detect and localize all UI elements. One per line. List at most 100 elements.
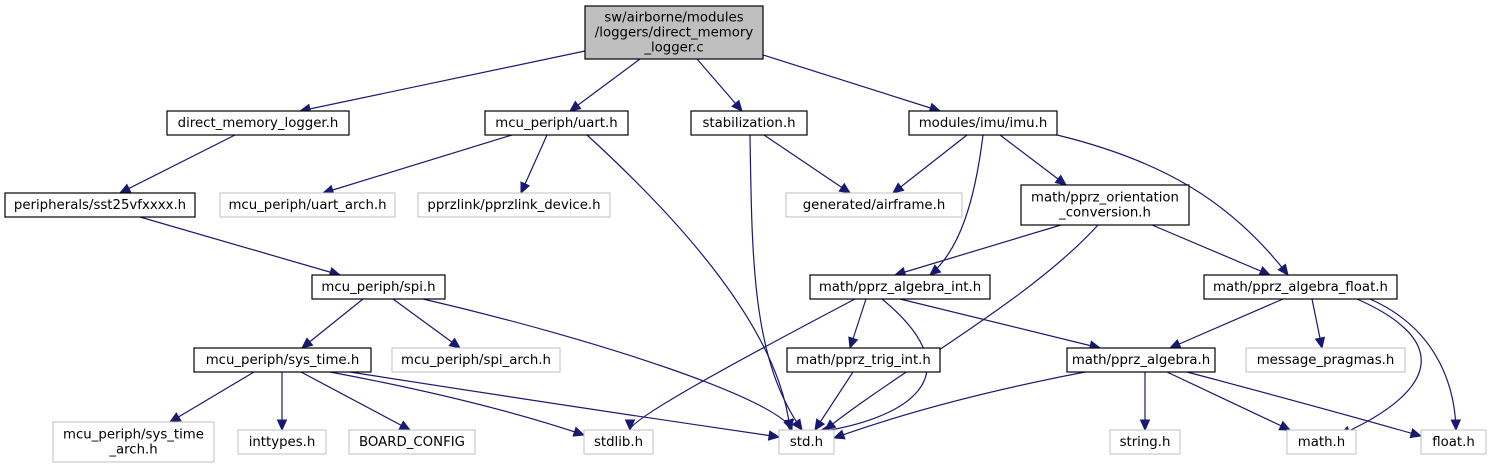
node-label: mcu_periph/spi_arch.h	[401, 353, 551, 368]
edges-layer	[118, 50, 1462, 441]
node-math: math.h	[1286, 429, 1357, 455]
edge-spi-to-spi_arch-arrowhead	[448, 337, 461, 349]
node-label: _conversion.h	[1058, 206, 1151, 221]
node-spi_arch: mcu_periph/spi_arch.h	[391, 347, 561, 373]
edge-trig_int-to-std	[814, 371, 854, 431]
edge-sys_time-to-board_config-arrowhead	[398, 420, 412, 431]
edge-trig_int-to-std-arrowhead	[814, 418, 826, 432]
node-dml[interactable]: direct_memory_logger.h	[166, 110, 350, 136]
node-box	[1203, 274, 1398, 300]
node-algebra[interactable]: math/pprz_algebra.h	[1066, 347, 1216, 373]
edge-sys_time-to-sys_time_arch	[169, 371, 255, 423]
edge-orient-to-alg_float	[1151, 224, 1271, 276]
node-box	[166, 110, 350, 136]
node-label: peripherals/sst25vfxxxx.h	[14, 198, 186, 213]
edge-algebra-to-math	[1166, 371, 1291, 431]
edge-alg_float-to-math	[1339, 298, 1422, 436]
node-stab[interactable]: stabilization.h	[690, 110, 808, 136]
edge-spi-to-sys_time-arrowhead	[301, 337, 314, 349]
node-sst[interactable]: peripherals/sst25vfxxxx.h	[4, 192, 196, 218]
node-label: mcu_periph/sys_time	[63, 428, 204, 443]
node-alg_float[interactable]: math/pprz_algebra_float.h	[1203, 274, 1398, 300]
node-box	[52, 421, 215, 463]
edge-imu-to-alg_int	[929, 134, 984, 276]
edge-stab-to-airframe	[763, 134, 851, 194]
node-trig_int[interactable]: math/pprz_trig_int.h	[786, 347, 941, 373]
edge-algebra-to-std	[833, 371, 1086, 439]
edge-root-to-uart	[569, 58, 641, 112]
node-label: stabilization.h	[702, 116, 795, 131]
node-box	[584, 5, 764, 60]
node-label: modules/imu/imu.h	[919, 116, 1048, 131]
node-orient[interactable]: math/pprz_orientation_conversion.h	[1020, 184, 1190, 226]
node-sys_time[interactable]: mcu_periph/sys_time.h	[193, 347, 372, 373]
node-label: inttypes.h	[249, 435, 316, 450]
node-box	[311, 274, 446, 300]
node-uart[interactable]: mcu_periph/uart.h	[484, 110, 629, 136]
edge-alg_float-to-algebra	[1169, 298, 1284, 349]
edge-uart-to-pprzlink-arrowhead	[520, 181, 531, 195]
node-pprzlink: pprzlink/pprzlink_device.h	[417, 192, 611, 218]
node-uart_arch: mcu_periph/uart_arch.h	[219, 192, 396, 218]
node-inttypes: inttypes.h	[237, 429, 327, 455]
edge-uart-to-pprzlink	[520, 134, 548, 194]
node-box	[583, 429, 654, 455]
edge-imu-to-alg_float-arrowhead	[1277, 263, 1289, 276]
edge-spi-to-std	[422, 298, 793, 431]
edge-imu-to-orient-arrowhead	[1054, 174, 1067, 186]
node-sys_time_arch: mcu_periph/sys_time_arch.h	[52, 421, 215, 463]
node-box	[348, 429, 476, 455]
edge-imu-to-airframe	[892, 134, 968, 194]
edge-alg_float-to-algebra-arrowhead	[1168, 338, 1182, 349]
edge-sys_time-to-stdlib	[329, 371, 585, 436]
edge-stab-to-airframe-arrowhead	[838, 182, 852, 194]
node-box	[391, 347, 561, 373]
node-label: math/pprz_orientation	[1031, 191, 1179, 206]
node-box	[690, 110, 808, 136]
edge-alg_int-to-stdlib	[629, 298, 856, 431]
edge-sys_time-to-std	[349, 371, 780, 438]
edge-alg_float-to-msg_pragmas-arrowhead	[1314, 336, 1326, 350]
node-alg_int[interactable]: math/pprz_algebra_int.h	[809, 274, 991, 300]
edge-sys_time-to-stdlib-arrowhead	[572, 426, 586, 437]
edge-uart-to-uart_arch	[322, 134, 513, 194]
node-label: float.h	[1432, 435, 1475, 450]
edge-sys_time-to-inttypes-arrowhead	[276, 419, 288, 432]
node-label: mcu_periph/spi.h	[321, 280, 435, 295]
edge-algebra-to-math-arrowhead	[1278, 420, 1292, 431]
node-box	[1420, 429, 1487, 455]
node-box	[785, 192, 963, 218]
edge-sys_time-to-board_config	[300, 371, 411, 431]
node-box	[778, 429, 835, 455]
node-box	[4, 192, 196, 218]
edge-alg_int-to-std	[817, 298, 928, 433]
node-string: string.h	[1109, 429, 1181, 455]
node-label: math.h	[1298, 435, 1345, 450]
edge-sys_time-to-std-arrowhead	[767, 430, 781, 441]
node-label: math/pprz_trig_int.h	[796, 353, 931, 368]
node-label: mcu_periph/uart_arch.h	[228, 198, 386, 213]
node-std: std.h	[778, 429, 835, 455]
node-float: float.h	[1420, 429, 1487, 455]
node-spi[interactable]: mcu_periph/spi.h	[311, 274, 446, 300]
node-label: _logger.c	[643, 41, 703, 56]
node-label: direct_memory_logger.h	[178, 116, 339, 131]
edge-alg_int-to-trig_int-arrowhead	[848, 336, 859, 350]
node-box	[1245, 347, 1406, 373]
edge-dml-to-sst	[119, 134, 236, 194]
edge-algebra-to-string-arrowhead	[1139, 419, 1151, 432]
node-imu[interactable]: modules/imu/imu.h	[908, 110, 1058, 136]
edge-root-to-imu	[759, 53, 941, 112]
node-board_config: BOARD_CONFIG	[348, 429, 476, 455]
node-box	[1020, 184, 1190, 226]
edge-spi-to-sys_time	[301, 298, 364, 349]
edge-imu-to-airframe-arrowhead	[892, 182, 905, 194]
edge-sys_time-to-sys_time_arch-arrowhead	[168, 412, 182, 423]
node-label: math/pprz_algebra.h	[1072, 353, 1210, 368]
node-root[interactable]: sw/airborne/modules/loggers/direct_memor…	[584, 5, 764, 60]
node-label: pprzlink/pprzlink_device.h	[427, 198, 600, 213]
edge-root-to-stab	[696, 58, 743, 112]
node-airframe: generated/airframe.h	[785, 192, 963, 218]
node-label: BOARD_CONFIG	[359, 435, 465, 450]
